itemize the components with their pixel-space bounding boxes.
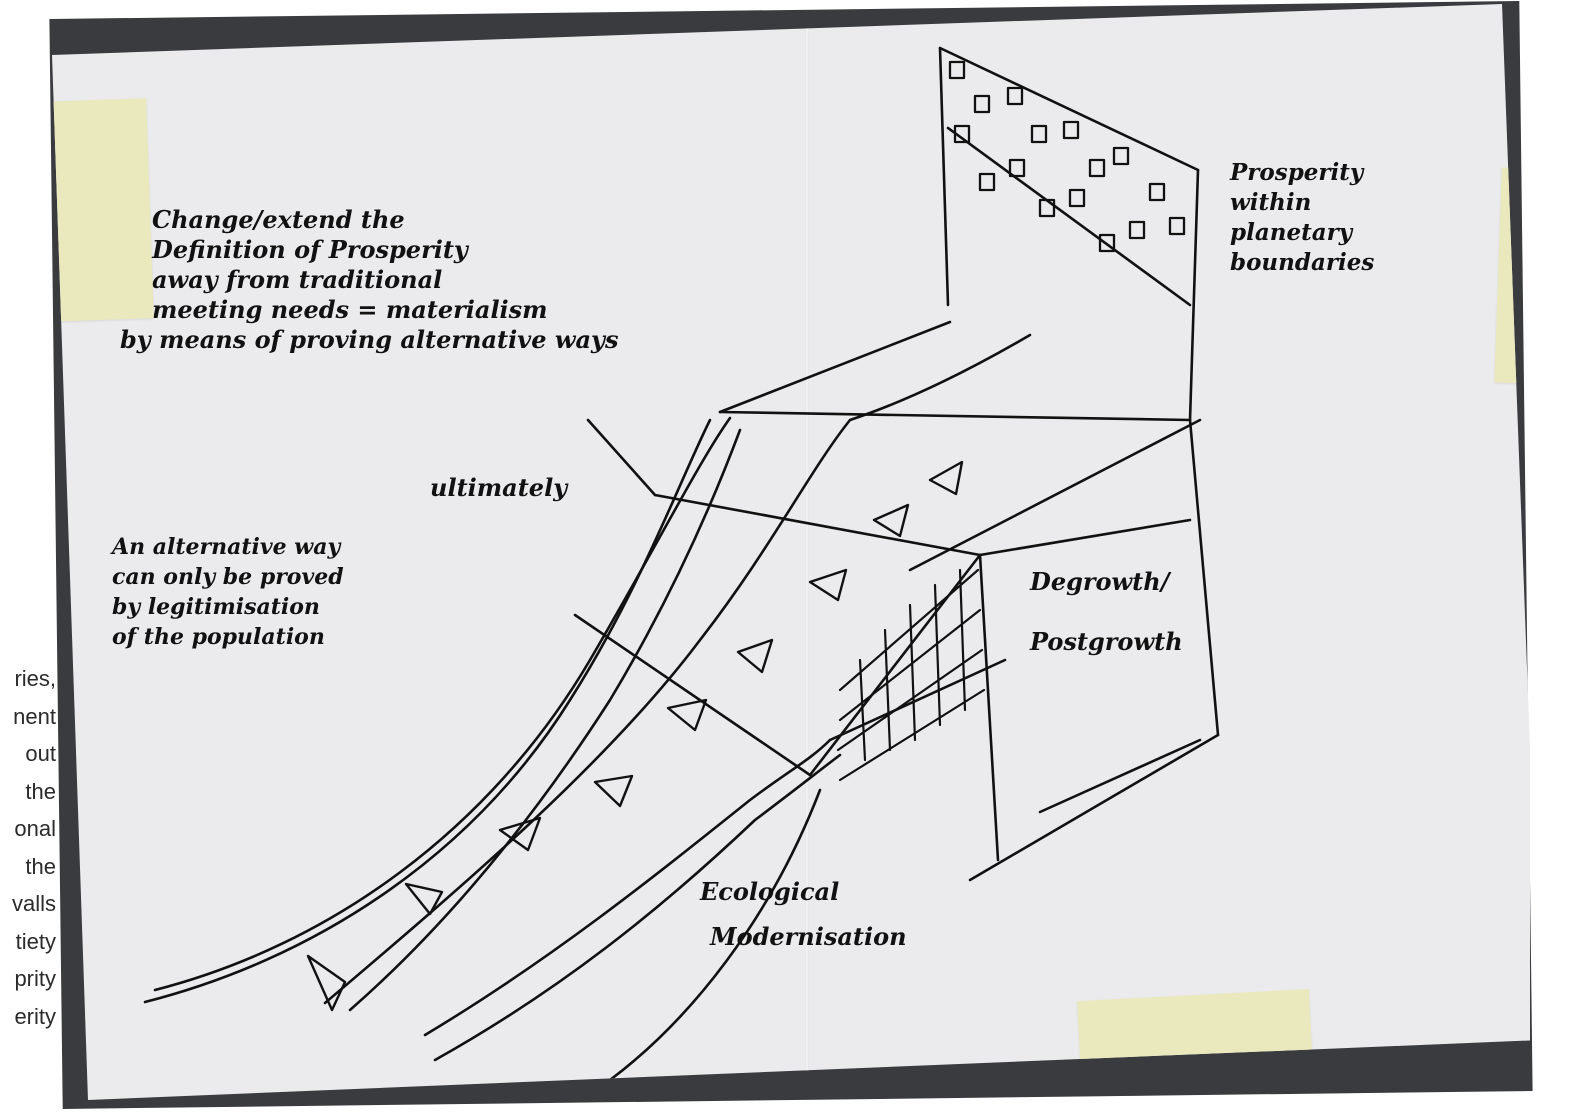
label-change-definition: Change/extend the Definition of Prosperi… (120, 205, 619, 354)
box-line (978, 518, 1192, 557)
box-line (653, 493, 982, 557)
flag-top-edge (938, 46, 1200, 172)
sketch-paper: Change/extend the Definition of Prosperi… (52, 4, 1541, 1100)
box-line (908, 418, 1202, 572)
hill-curve (143, 418, 712, 1004)
article-line: the (25, 778, 56, 804)
hill-curve (423, 738, 832, 1037)
paper-fold-line (805, 4, 809, 1100)
box-line (968, 733, 1220, 882)
arrow-path (323, 333, 1032, 1005)
article-line: ries, (14, 666, 56, 691)
sketch-drawing: Change/extend the Definition of Prosperi… (110, 46, 1374, 1082)
label-ecological-modernisation: Ecological Modernisation (699, 877, 907, 951)
box-line (1188, 418, 1220, 737)
background-article-text: ries, nent out the onal the valls tiety … (0, 660, 56, 1035)
paper-surface: Change/extend the Definition of Prosperi… (52, 4, 1541, 1100)
article-line: tiety (15, 928, 56, 954)
label-alternative-way: An alternative way can only be proved by… (110, 534, 351, 650)
arrow-heads (306, 460, 964, 1012)
grid-lines (836, 568, 986, 782)
box-line (828, 658, 1007, 742)
ridge-line (718, 320, 952, 414)
article-line: onal (14, 816, 56, 841)
pointer-line (586, 418, 657, 497)
article-line: erity (14, 1003, 56, 1029)
box-line (1038, 738, 1202, 814)
flag-check-marks (948, 60, 1186, 253)
label-ultimately: ultimately (430, 473, 569, 502)
hill-curve (348, 428, 742, 1012)
flag-pole-left (938, 46, 950, 307)
article-line: valls (11, 891, 56, 916)
box-line (573, 613, 812, 777)
article-line: the (25, 853, 56, 879)
hill-curve (608, 788, 822, 1082)
flag-pole-right (1188, 168, 1200, 422)
article-line: out (25, 741, 56, 766)
flag-bottom-edge (946, 126, 1192, 307)
article-line: nent (13, 703, 56, 729)
hill-curve (433, 753, 842, 1062)
label-degrowth-postgrowth: Degrowth/ Postgrowth (1029, 567, 1183, 656)
box-line (808, 553, 982, 777)
box-line (978, 553, 1000, 862)
hill-curve (153, 416, 732, 992)
article-line: prity (14, 966, 56, 991)
masking-tape-right (1494, 167, 1541, 388)
label-prosperity-boundaries: Prosperity within planetary boundaries (1229, 159, 1374, 276)
ridge-line (718, 410, 1192, 422)
